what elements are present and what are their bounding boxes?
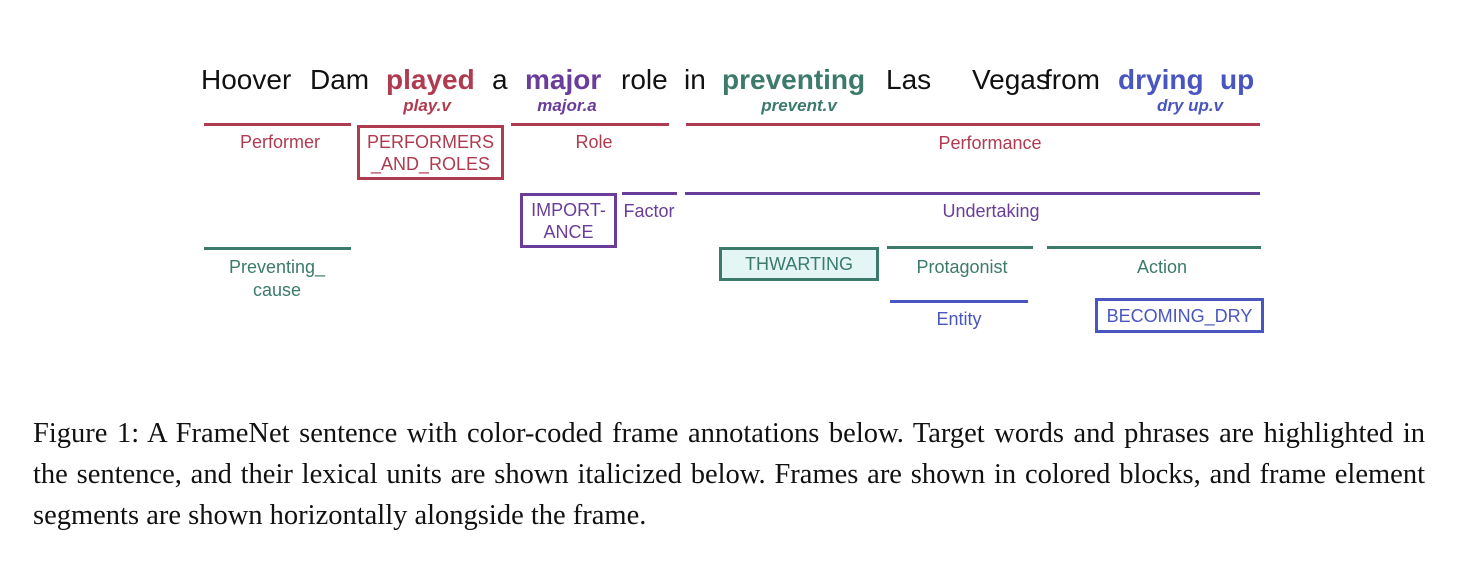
lexical-unit-prevent-v: prevent.v xyxy=(761,96,837,115)
fe-label-preventing-cause: Preventing_ cause xyxy=(228,257,326,300)
fe-label-performance: Performance xyxy=(938,133,1042,153)
target-word-major: major xyxy=(525,64,602,95)
figure-caption: Figure 1: A FrameNet sentence with color… xyxy=(33,418,1425,531)
fe-segment-entity xyxy=(890,300,1028,303)
frame-import-ance: IMPORT- ANCE xyxy=(520,193,617,248)
word-a: a xyxy=(492,64,508,95)
lexical-unit-play-v: play.v xyxy=(403,96,451,115)
target-word-up: up xyxy=(1220,64,1255,95)
fe-label-performer: Performer xyxy=(239,132,321,152)
fe-segment-protagonist xyxy=(887,246,1033,249)
word-from: from xyxy=(1044,64,1100,95)
fe-label-undertaking: Undertaking xyxy=(942,201,1040,221)
fe-segment-performer xyxy=(204,123,351,126)
lexical-unit-dry-up-v: dry up.v xyxy=(1156,96,1224,115)
frame-thwarting: THWARTING xyxy=(719,247,879,281)
word-hoover: Hoover xyxy=(201,64,292,95)
fe-label-protagonist: Protagonist xyxy=(916,257,1008,277)
target-word-drying: drying xyxy=(1118,64,1204,95)
fe-label-action: Action xyxy=(1136,257,1188,277)
lexical-unit-major-a: major.a xyxy=(537,96,597,115)
word-in: in xyxy=(684,64,706,95)
word-las: Las xyxy=(886,64,932,95)
frame-performers-and-roles: PERFORMERS _AND_ROLES xyxy=(357,125,504,180)
fe-segment-role xyxy=(511,123,669,126)
fe-segment-performance xyxy=(686,123,1260,126)
frame-becoming-dry: BECOMING_DRY xyxy=(1095,298,1264,333)
fe-segment-undertaking xyxy=(685,192,1260,195)
word-vegas: Vegas xyxy=(972,64,1050,95)
fe-segment-action xyxy=(1047,246,1261,249)
word-role: role xyxy=(621,64,668,95)
fe-segment-factor xyxy=(622,192,677,195)
fe-label-role: Role xyxy=(575,132,613,152)
fe-label-entity: Entity xyxy=(936,309,982,329)
word-dam: Dam xyxy=(310,64,370,95)
target-word-preventing: preventing xyxy=(722,64,866,95)
fe-label-factor: Factor xyxy=(623,201,675,221)
fe-segment-preventing-cause xyxy=(204,247,351,250)
target-word-played: played xyxy=(386,64,475,95)
